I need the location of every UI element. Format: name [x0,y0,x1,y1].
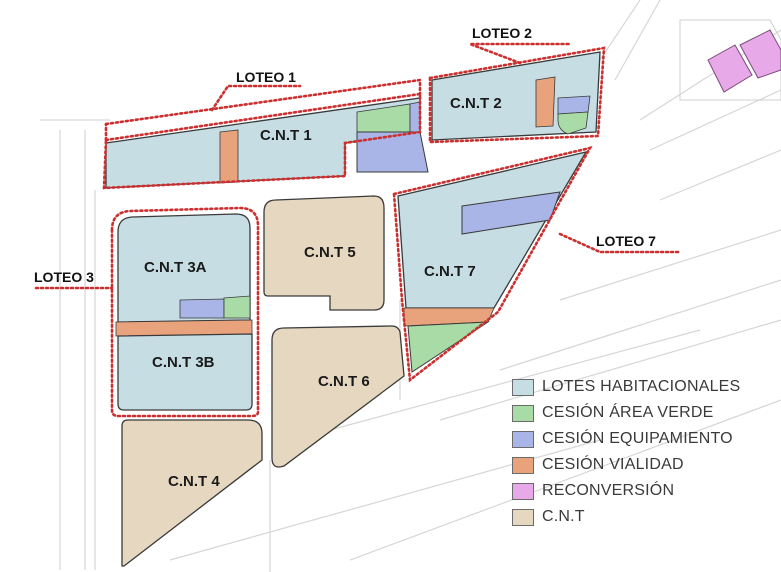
block-cnt2 [431,51,601,141]
legend-item-reconversion: RECONVERSIÓN [512,478,740,504]
legend-item-cnt: C.N.T [512,504,740,530]
legend-label: CESIÓN ÁREA VERDE [542,404,714,421]
loteo-label-2: LOTEO 2 [472,25,532,41]
legend-item-vialidad: CESIÓN VIALIDAD [512,452,740,478]
block-cnt4 [121,419,263,567]
loteo-label-1: LOTEO 1 [236,69,296,85]
block-label-cnt5: C.N.T 5 [304,244,356,261]
legend-label: RECONVERSIÓN [542,482,675,499]
legend-swatch [512,378,534,396]
legend-swatch [512,482,534,500]
block-label-cnt6: C.N.T 6 [318,373,370,390]
area-verde [557,111,589,135]
legend-label: CESIÓN VIALIDAD [542,456,684,473]
block-cnt7 [397,151,588,373]
loteo-lines [34,42,682,418]
legend-swatch [512,508,534,526]
equipamiento [557,95,591,115]
vialidad-strip [219,129,239,184]
legend-label: C.N.T [542,508,585,525]
block-label-cnt4: C.N.T 4 [168,473,220,490]
vialidad-strip [535,76,556,128]
block-label-cnt3b: C.N.T 3B [152,354,215,371]
legend-item-equipamiento: CESIÓN EQUIPAMIENTO [512,426,740,452]
equipamiento [409,101,421,133]
block-label-cnt1: C.N.T 1 [260,127,312,144]
legend-item-area-verde: CESIÓN ÁREA VERDE [512,400,740,426]
block-label-cnt2: C.N.T 2 [450,95,502,112]
block-cnt6 [271,325,405,468]
equipamiento [179,298,225,319]
loteo-label-3: LOTEO 3 [34,269,94,285]
area-verde [223,295,251,319]
vialidad-strip [115,319,253,337]
reconversion-lot [707,44,753,93]
equipamiento [461,191,561,235]
loteo-label-7: LOTEO 7 [596,233,656,249]
block-cnt5 [263,195,385,311]
equipamiento [356,131,429,173]
legend-swatch [512,430,534,448]
map-legend: LOTES HABITACIONALES CESIÓN ÁREA VERDE C… [512,374,740,530]
reconversion-area [679,19,781,101]
reconversion-lot [739,29,781,79]
legend-swatch [512,404,534,422]
legend-label: LOTES HABITACIONALES [542,378,741,395]
block-label-cnt7: C.N.T 7 [424,263,476,280]
legend-swatch [512,456,534,474]
legend-item-habitacional: LOTES HABITACIONALES [512,374,740,400]
block-label-cnt3a: C.N.T 3A [144,259,207,276]
block-cnt3 [115,213,253,411]
legend-label: CESIÓN EQUIPAMIENTO [542,430,733,447]
